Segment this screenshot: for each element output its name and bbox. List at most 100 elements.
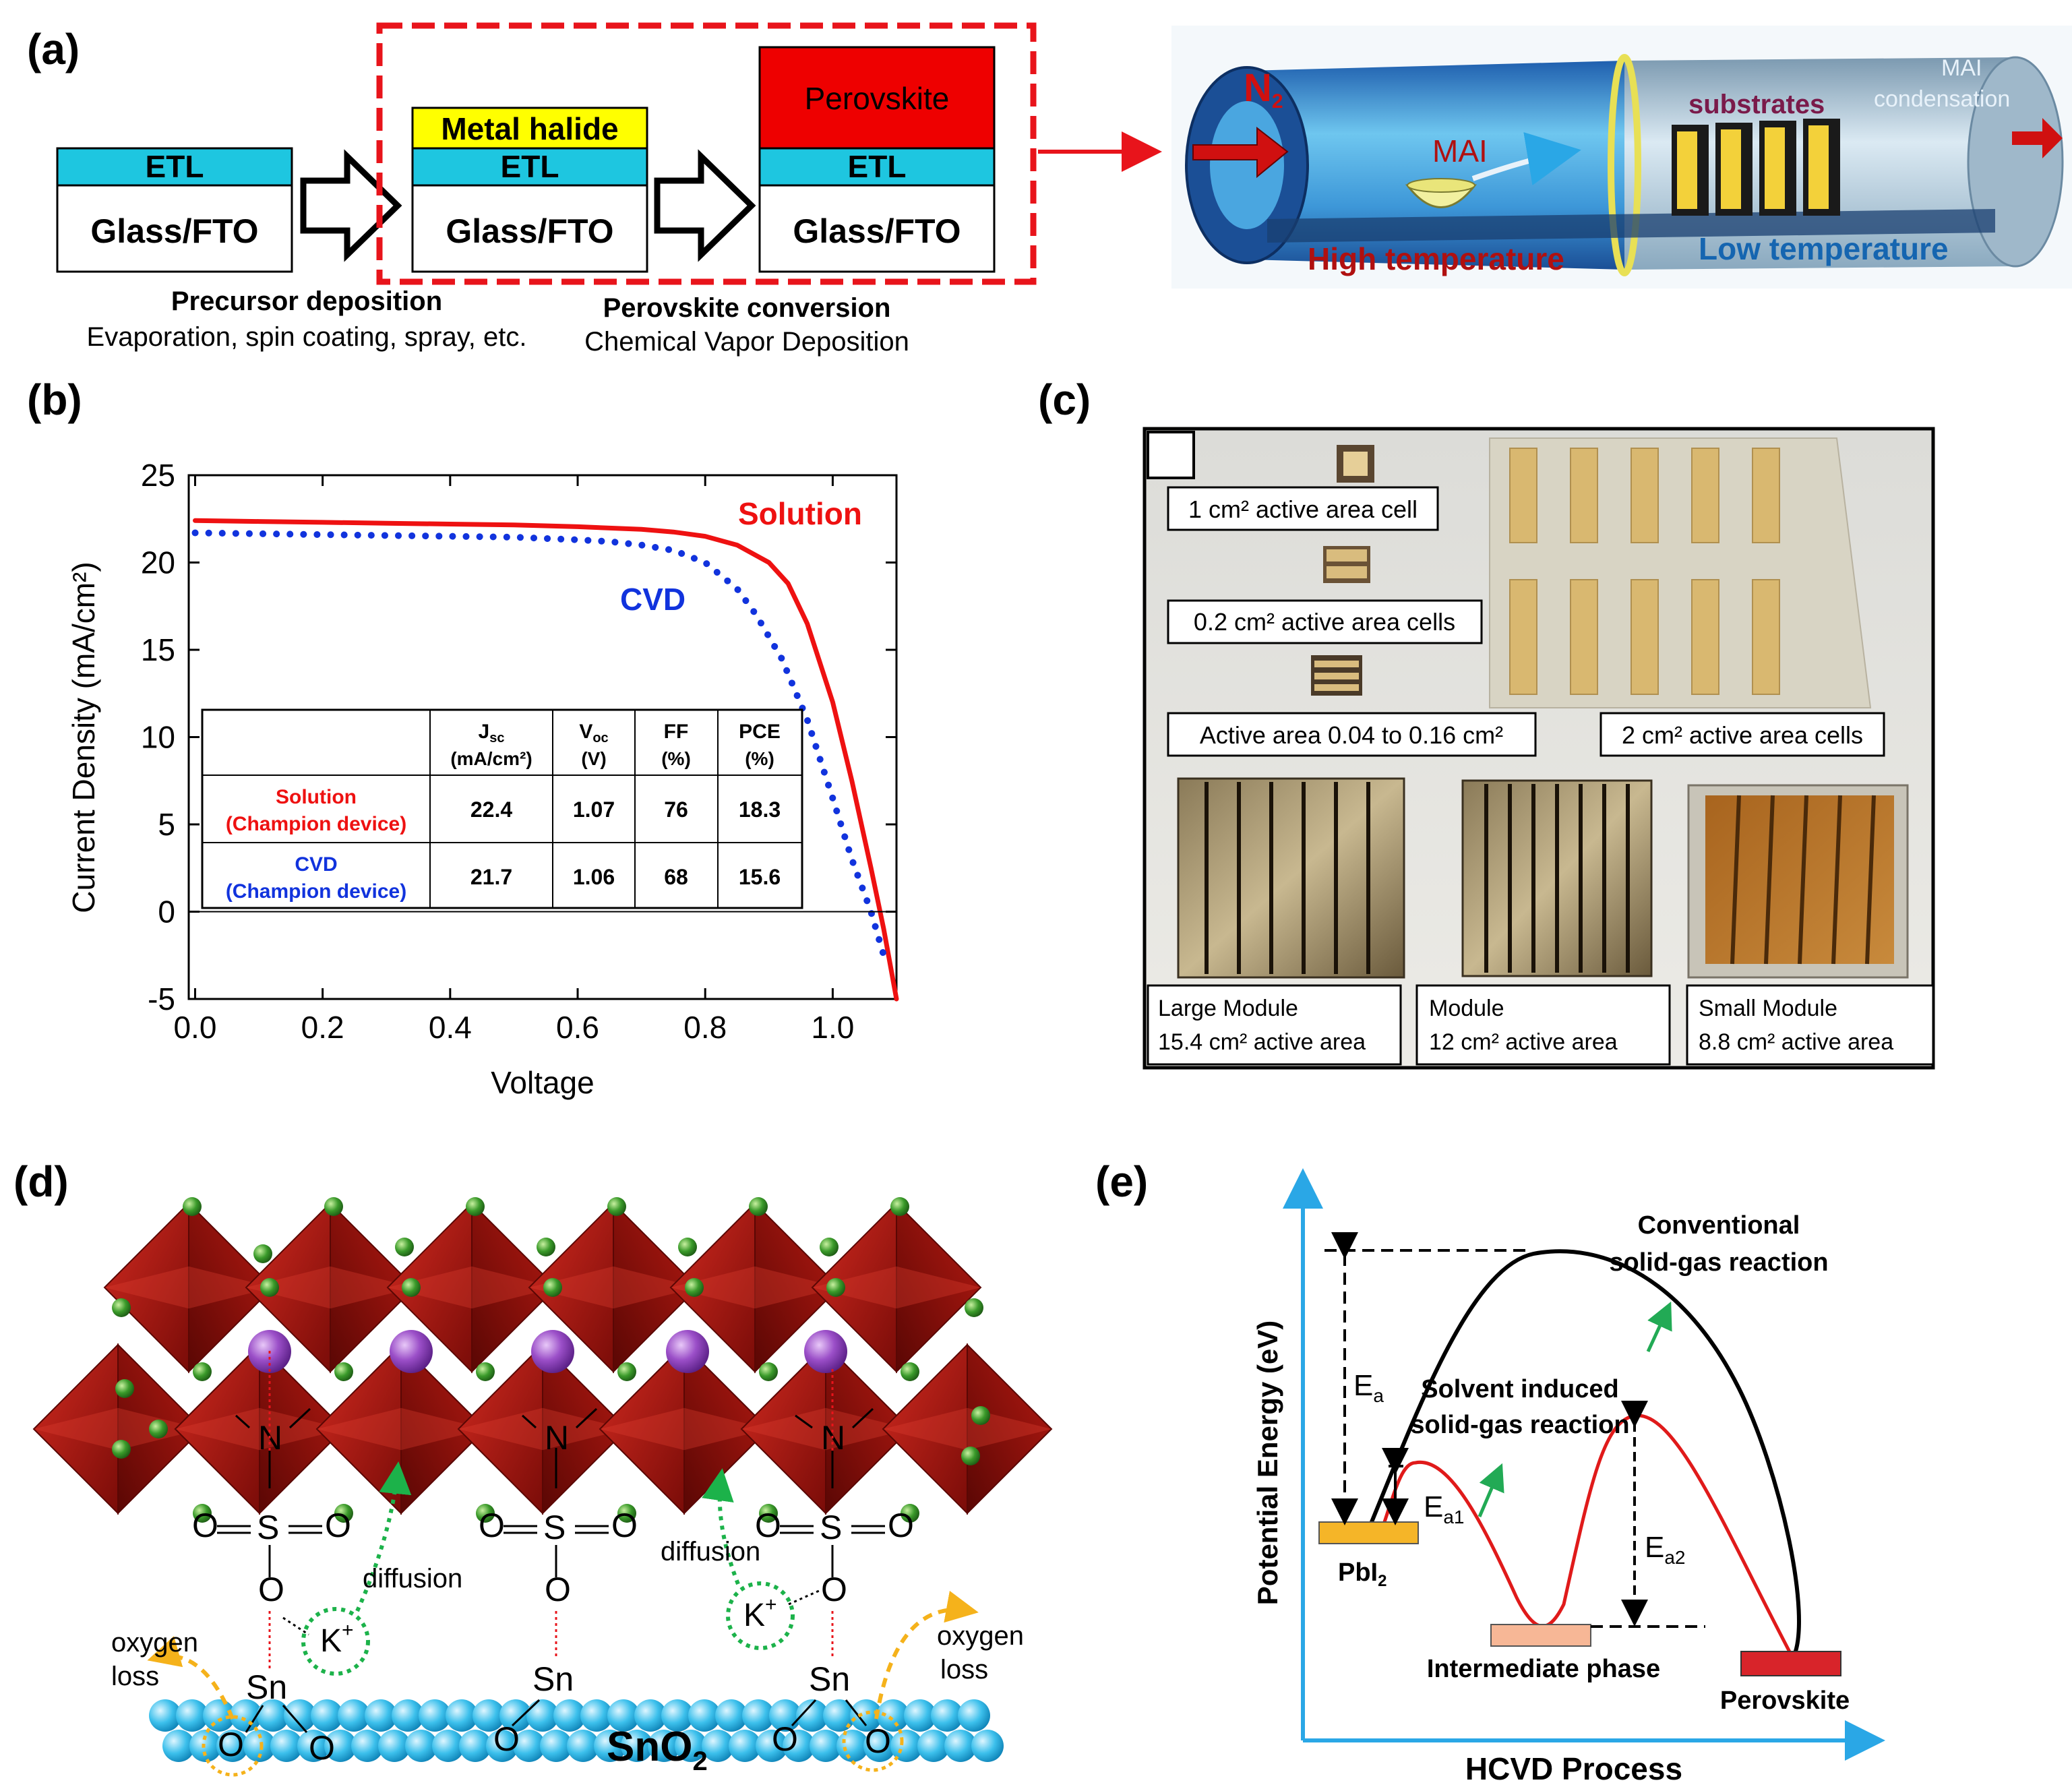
solvent-label-1: Solvent induced (1421, 1375, 1618, 1403)
svg-text:8.8 cm² active area: 8.8 cm² active area (1699, 1029, 1893, 1055)
conventional-label-1: Conventional (1638, 1211, 1800, 1240)
svg-text:O: O (493, 1720, 520, 1758)
octahedron (811, 1201, 982, 1374)
octahedron (245, 1201, 416, 1374)
halide-atom (901, 1362, 919, 1381)
metal-halide-label: Metal halide (441, 111, 618, 146)
glass-label-2: Glass/FTO (446, 212, 613, 250)
sno2-atom (917, 1730, 950, 1762)
halide-atom (971, 1406, 990, 1425)
octahedron (386, 1201, 557, 1374)
halide-atom (402, 1278, 421, 1297)
svg-text:K+: K+ (320, 1619, 354, 1659)
table-header-voc: Voc (579, 721, 608, 746)
large-module-photo (1177, 777, 1405, 979)
octahedron (882, 1343, 1053, 1515)
halide-atom (961, 1447, 980, 1465)
x-tick-label: 0.8 (683, 1010, 727, 1045)
svg-text:Sn: Sn (809, 1660, 850, 1698)
intermediate-label: Intermediate phase (1427, 1655, 1660, 1683)
svg-text:O: O (611, 1507, 638, 1544)
table-header-jsc-unit: (mA/cm²) (450, 748, 532, 769)
metal-halide-layer (411, 107, 648, 150)
ea2-label: Ea2 (1645, 1531, 1686, 1568)
oxygen-loss-label-2b: loss (940, 1655, 988, 1684)
cvd-dashed-box (376, 22, 1037, 285)
svg-text:1 cm² active area cell: 1 cm² active area cell (1188, 495, 1418, 523)
oxygen-loss-arrow-1 (147, 1636, 235, 1720)
svg-text:O: O (479, 1507, 505, 1544)
glass-layer-3 (758, 184, 996, 273)
mai-source-label: MAI (1432, 133, 1488, 169)
etl-label-2: ETL (501, 149, 559, 184)
y-tick-label: 10 (141, 720, 175, 755)
small-cells-photo (1311, 445, 1374, 696)
module-photo (1461, 779, 1653, 977)
halide-atom (183, 1197, 202, 1216)
iv-curves (191, 518, 899, 1002)
glass-label: Glass/FTO (90, 212, 258, 250)
table-cell: 1.06 (573, 865, 615, 889)
x-tick-label: 0.2 (301, 1010, 344, 1045)
pbi2-state (1318, 1521, 1419, 1544)
octahedron (740, 1343, 911, 1515)
a-site-cation (666, 1330, 709, 1373)
oxygen-loss-label-2a: oxygen (937, 1621, 1024, 1651)
sno2-atom (729, 1730, 761, 1762)
perovskite-state-label: Perovskite (1720, 1687, 1850, 1715)
etl-layer (56, 147, 293, 187)
table-cell: 18.3 (739, 797, 781, 822)
stack-perovskite: Perovskite ETL Glass/FTO (758, 46, 996, 273)
svg-text:Small Module: Small Module (1699, 996, 1837, 1021)
oxygen-loss-label-1b: loss (111, 1662, 159, 1691)
halide-atom (826, 1278, 845, 1297)
y-axis-label: Current Density (mA/cm²) (66, 561, 101, 913)
y-tick-label: -5 (148, 981, 175, 1016)
panel-c-photo: 1 cm² active area cell 0.2 cm² active ar… (1142, 427, 1935, 1070)
svg-text:Active area 0.04 to 0.16 cm²: Active area 0.04 to 0.16 cm² (1200, 721, 1503, 749)
perovskite-state (1740, 1651, 1841, 1676)
label-module: Module 12 cm² active area (1415, 984, 1671, 1066)
svg-text:15.4 cm² active area: 15.4 cm² active area (1158, 1029, 1366, 1055)
halide-atom (617, 1362, 636, 1381)
conventional-label-2: solid-gas reaction (1609, 1248, 1828, 1277)
sno2-atom (446, 1699, 478, 1732)
halide-atom (476, 1362, 495, 1381)
panel-label-a: (a) (27, 25, 80, 73)
sno2-atom (459, 1730, 491, 1762)
table-cell: 1.07 (573, 797, 615, 822)
sno2-atom (621, 1730, 653, 1762)
label-cells-2: 2 cm² active area cells (1599, 712, 1885, 757)
pbi2-label: PbI2 (1338, 1558, 1387, 1590)
sno2-atom (324, 1730, 357, 1762)
step1-subtitle: Evaporation, spin coating, spray, etc. (87, 322, 527, 352)
halide-atom (685, 1278, 704, 1297)
mai-condensation-label-2: condensation (1874, 86, 2010, 112)
series-cvd (191, 529, 888, 959)
ea-label: Ea (1353, 1369, 1384, 1406)
halide-atom (901, 1504, 919, 1523)
solvent-pointer-arrow (1477, 1463, 1504, 1517)
perovskite-label: Perovskite (805, 81, 950, 116)
halide-atom (395, 1238, 414, 1256)
performance-table: Jsc (mA/cm²) Voc (V) FF (%) PCE (%) Solu… (201, 708, 803, 909)
sno2-atom (567, 1730, 599, 1762)
sno2-atom (877, 1699, 909, 1732)
octahedron (457, 1343, 628, 1515)
sno2-atom (958, 1699, 990, 1732)
halide-atom (324, 1197, 343, 1216)
halide-atoms (112, 1197, 990, 1523)
etl-layer-3 (758, 147, 996, 187)
halide-atom (253, 1244, 272, 1263)
sno2-label: SnO2 (607, 1724, 708, 1776)
sno2-atom (419, 1699, 451, 1732)
sno2-atom (176, 1699, 208, 1732)
diffusion-arrow-2 (702, 1468, 740, 1585)
table-header-pce: PCE (739, 721, 781, 743)
svg-text:S: S (543, 1509, 566, 1546)
sno2-atom (594, 1730, 626, 1762)
sno2-atom (688, 1699, 721, 1732)
x-axis-label: Voltage (491, 1065, 594, 1100)
legend-solution: Solution (738, 496, 862, 531)
sno2-atom (715, 1699, 748, 1732)
